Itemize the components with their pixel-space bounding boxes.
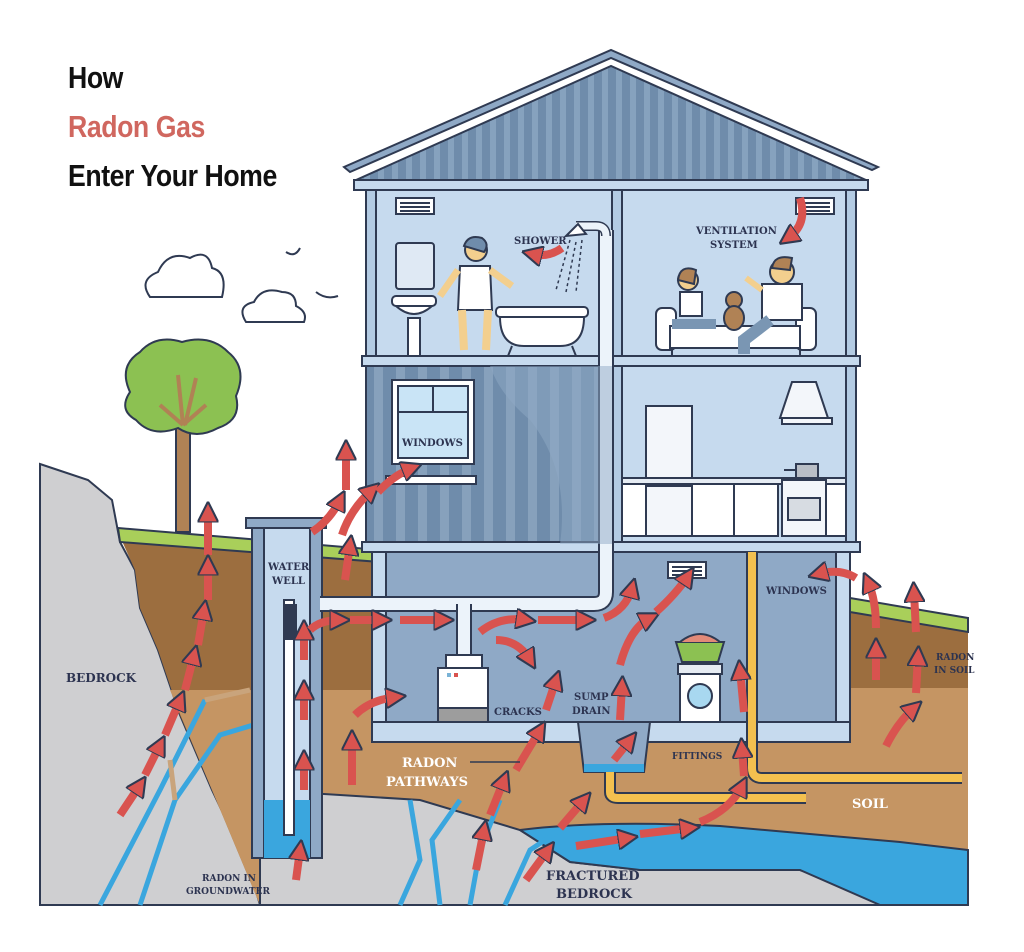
label-bedrock: BEDROCK [66,671,137,685]
cloud-icon [241,289,306,323]
laundry-basket-icon [674,633,726,663]
label-water-well-line2: WELL [271,576,305,587]
adult-icon [738,256,803,354]
title-line-radon-gas: Radon Gas [68,109,205,144]
label-radon-pathways-line1: RADON [402,756,457,771]
label-shower: SHOWER [514,236,567,247]
mirror-icon [395,242,435,290]
sink-icon [391,295,437,357]
water-heater-icon [437,654,489,723]
label-radon-pathways-line2: PATHWAYS [386,775,468,790]
fracture-lines [97,687,562,907]
bathtub-icon [495,306,589,357]
label-radon-in-soil-line2: IN SOIL [934,666,975,676]
label-groundwater-line2: GROUNDWATER [186,887,270,897]
label-ventilation-line1: VENTILATION [695,226,777,237]
stove-icon [781,463,827,537]
person-towel-icon [437,236,515,351]
radon-arrows [116,196,918,883]
tree-icon [124,338,242,533]
label-fractured-line2: BEDROCK [556,887,633,902]
cloud-icon [144,253,225,298]
bird-icon [285,247,301,256]
shower-head-icon [555,222,588,293]
curtain-shape [490,366,612,544]
label-windows-basement: WINDOWS [765,586,827,597]
label-sump-line2: DRAIN [572,706,611,717]
gas-pipe [604,552,962,804]
grass-right [849,596,969,634]
label-water-well-line1: WATER [267,562,310,573]
washing-machine-icon [677,663,723,723]
range-hood-icon [778,381,833,425]
label-radon-in-soil-line1: RADON [936,653,974,663]
label-fittings: FITTINGS [672,752,722,762]
label-cracks: CRACKS [494,707,542,718]
label-sump-line1: SUMP [574,692,609,703]
label-fractured-line1: FRACTURED [546,869,639,884]
kitchen-counter [621,477,847,537]
teddy-bear-icon [723,291,745,331]
title-line-enter-your-home: Enter Your Home [68,158,277,193]
fridge-icon [645,405,693,537]
child-icon [672,267,716,329]
label-groundwater-line1: RADON IN [202,874,256,884]
bird-icon [315,291,339,299]
label-soil: SOIL [852,797,888,812]
water-pipe [283,221,614,660]
title-line-how: How [68,60,123,95]
label-ventilation-line2: SYSTEM [710,240,758,251]
vent-icon [395,197,435,215]
label-windows-upper: WINDOWS [401,438,463,449]
